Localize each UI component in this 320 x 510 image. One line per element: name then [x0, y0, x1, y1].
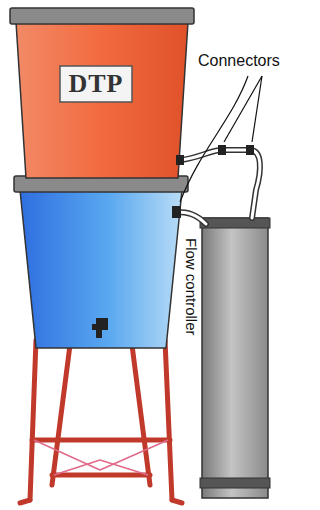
- flow-controller-label: Flow controller: [183, 236, 200, 338]
- connectors-label: Connectors: [198, 52, 280, 70]
- brand-plate: [60, 66, 132, 102]
- hoses: [176, 150, 260, 224]
- lower-bucket: [14, 176, 188, 348]
- flow-controller-valve: [172, 206, 181, 218]
- stand-bracing: [34, 440, 168, 475]
- upper-bucket: [10, 8, 194, 178]
- leader-lines: [180, 76, 262, 202]
- brand-label: DTP: [69, 69, 124, 99]
- connector-fittings: [172, 145, 254, 218]
- filter-cylinder: [200, 218, 270, 498]
- stand: [20, 340, 182, 503]
